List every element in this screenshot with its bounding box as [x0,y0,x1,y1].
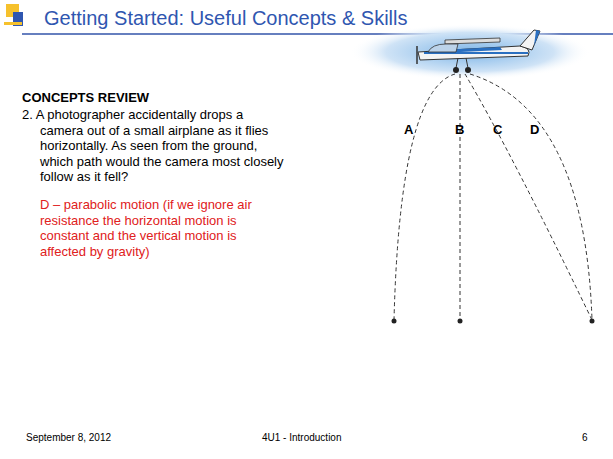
footer-date: September 8, 2012 [26,432,111,444]
path-label: B [455,122,464,138]
path-label: C [493,122,502,138]
path-d [470,74,592,320]
path-b [460,74,461,320]
section-heading: CONCEPTS REVIEW [22,90,222,106]
end-dot [392,319,397,324]
slide-title: Getting Started: Useful Concepts & Skill… [44,6,408,30]
question-text: 2. A photographer accidentally drops a c… [22,107,290,185]
cloud [350,24,590,80]
airplane [417,30,540,73]
path-label: A [404,122,413,138]
footer-course: 4U1 - Introduction [262,432,342,444]
end-dot [590,319,595,324]
footer-rule [0,447,613,448]
end-dot [458,319,463,324]
slide-number: 6 [582,432,588,444]
path-a [394,74,455,320]
path-c [465,74,592,320]
logo-bar [4,22,22,25]
answer-text: D – parabolic motion (if we ignore air r… [40,197,272,259]
path-label: D [530,122,539,138]
